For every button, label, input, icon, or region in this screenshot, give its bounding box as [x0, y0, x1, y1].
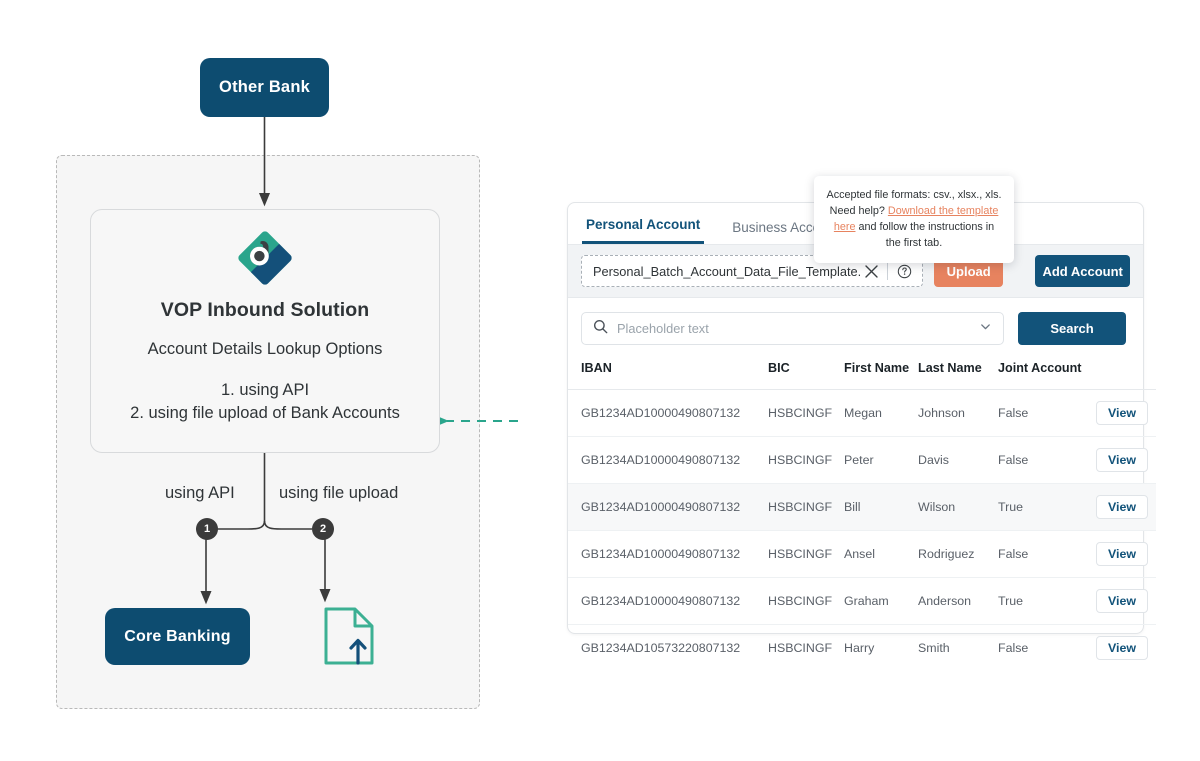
edge-label-using-api: using API	[165, 484, 235, 502]
step-badge-2: 2	[312, 518, 334, 540]
tooltip-line-1: Accepted file formats: csv., xlsx., xls.	[826, 189, 1002, 201]
chevron-down-icon[interactable]	[979, 320, 992, 338]
cell-iban: GB1234AD10000490807132	[568, 389, 768, 437]
cell-joint-account: False	[998, 436, 1088, 484]
search-button[interactable]: Search	[1018, 312, 1126, 345]
file-name-field[interactable]: Personal_Batch_Account_Data_File_Templat…	[581, 255, 923, 287]
close-icon[interactable]	[861, 261, 881, 281]
cell-joint-account: True	[998, 577, 1088, 625]
view-button[interactable]: View	[1095, 589, 1148, 613]
cell-first-name: Ansel	[844, 530, 918, 578]
cell-actions: View	[1088, 577, 1156, 625]
accounts-table: IBAN BIC First Name Last Name Joint Acco…	[568, 356, 1156, 671]
cell-iban: GB1234AD10573220807132	[581, 641, 741, 655]
file-format-tooltip: Accepted file formats: csv., xlsx., xls.…	[814, 176, 1014, 263]
cell-last-name: Wilson	[918, 483, 998, 531]
cell-first-name: Harry	[844, 641, 875, 655]
accounts-panel: Personal Account Business Account Person…	[567, 176, 1156, 660]
cell-actions: View	[1088, 625, 1156, 672]
search-input[interactable]: Placeholder text	[617, 321, 709, 336]
column-header-last-name: Last Name	[918, 356, 998, 390]
cell-actions: View	[1088, 436, 1156, 484]
step-badge-1: 1	[196, 518, 218, 540]
cell-iban: GB1234AD10000490807132	[568, 530, 768, 578]
column-header-iban: IBAN	[568, 356, 768, 390]
cell-joint-account: False	[998, 641, 1029, 655]
question-mark-circle-icon[interactable]	[894, 261, 914, 281]
cell-bic: HSBCINGF	[768, 530, 844, 578]
view-button[interactable]: View	[1095, 448, 1148, 472]
connector-split-left	[215, 520, 266, 530]
vop-option-1: 1. using API	[220, 381, 310, 399]
node-other-bank-label: Other Bank	[219, 78, 310, 96]
cell-joint-account: False	[998, 530, 1088, 578]
vop-option-2: 2. using file upload of Bank Accounts	[130, 404, 400, 422]
cell-bic: HSBCINGF	[768, 389, 844, 437]
cell-last-name: Anderson	[918, 577, 998, 625]
cell-iban: GB1234AD10000490807132	[568, 577, 768, 625]
cell-last-name: Smith	[918, 641, 950, 655]
tab-business-account[interactable]: Business Account	[732, 220, 839, 235]
cell-bic: HSBCINGF	[768, 483, 844, 531]
cell-iban: GB1234AD10000490807132	[568, 436, 768, 484]
cell-joint-account: True	[998, 483, 1088, 531]
account-type-tabs: Personal Account Business Account	[568, 203, 1143, 244]
tooltip-line-2-suffix: and follow the instructions in the first…	[855, 221, 995, 249]
vop-inbound-solution-card: VOP Inbound Solution Account Details Loo…	[90, 209, 440, 453]
file-name-text: Personal_Batch_Account_Data_File_Templat…	[593, 263, 861, 279]
edge-label-using-file-upload: using file upload	[279, 484, 399, 502]
search-row: Placeholder text Search	[568, 298, 1143, 345]
cell-first-name: Bill	[844, 483, 918, 531]
node-core-banking[interactable]: Core Banking	[105, 608, 250, 665]
field-divider	[887, 262, 888, 280]
cell-bic: HSBCINGF	[768, 436, 844, 484]
file-upload-bar: Personal_Batch_Account_Data_File_Templat…	[568, 176, 1143, 298]
table-row: GB1234AD10573220807132 HSBCINGF Harry Smith…	[568, 625, 1156, 672]
cell-first-name: Graham	[844, 577, 918, 625]
connector-split-right	[263, 520, 312, 530]
search-icon	[593, 319, 608, 339]
cell-bic: HSBCINGF	[768, 577, 844, 625]
cell-actions: View	[1088, 389, 1156, 437]
vop-subtitle: Account Details Lookup Options	[147, 340, 383, 358]
file-upload-icon	[324, 607, 374, 665]
tooltip-line-2-prefix: Need help?	[829, 205, 888, 217]
view-button[interactable]: View	[1095, 401, 1148, 425]
cell-actions: View	[1088, 483, 1156, 531]
column-header-actions	[1088, 356, 1156, 390]
cell-last-name: Davis	[918, 436, 998, 484]
cell-bic: HSBCINGF	[768, 641, 833, 655]
table-header-row: IBAN BIC First Name Last Name Joint Acco…	[568, 356, 1156, 390]
node-other-bank[interactable]: Other Bank	[200, 58, 329, 117]
search-input-wrapper[interactable]: Placeholder text	[581, 312, 1004, 345]
column-header-first-name: First Name	[844, 356, 918, 390]
view-button[interactable]: View	[1095, 636, 1148, 660]
brand-logo-icon	[238, 231, 292, 285]
cell-first-name: Peter	[844, 436, 918, 484]
cell-first-name: Megan	[844, 389, 918, 437]
architecture-diagram: Other Bank VOP Inbound Solution Account …	[0, 0, 520, 761]
view-button[interactable]: View	[1095, 495, 1148, 519]
cell-last-name: Johnson	[918, 389, 998, 437]
cell-iban: GB1234AD10000490807132	[568, 483, 768, 531]
tab-personal-account[interactable]: Personal Account	[582, 217, 705, 244]
view-button[interactable]: View	[1095, 542, 1148, 566]
column-header-joint-account: Joint Account	[998, 356, 1088, 390]
cell-actions: View	[1088, 530, 1156, 578]
node-core-banking-label: Core Banking	[124, 627, 231, 645]
cell-joint-account: False	[998, 389, 1088, 437]
vop-title: VOP Inbound Solution	[160, 299, 370, 321]
download-template-link[interactable]: Download the template here	[833, 205, 999, 233]
cell-last-name: Rodriguez	[918, 530, 998, 578]
add-account-button[interactable]: Add Account	[1035, 255, 1130, 287]
column-header-bic: BIC	[768, 356, 844, 390]
